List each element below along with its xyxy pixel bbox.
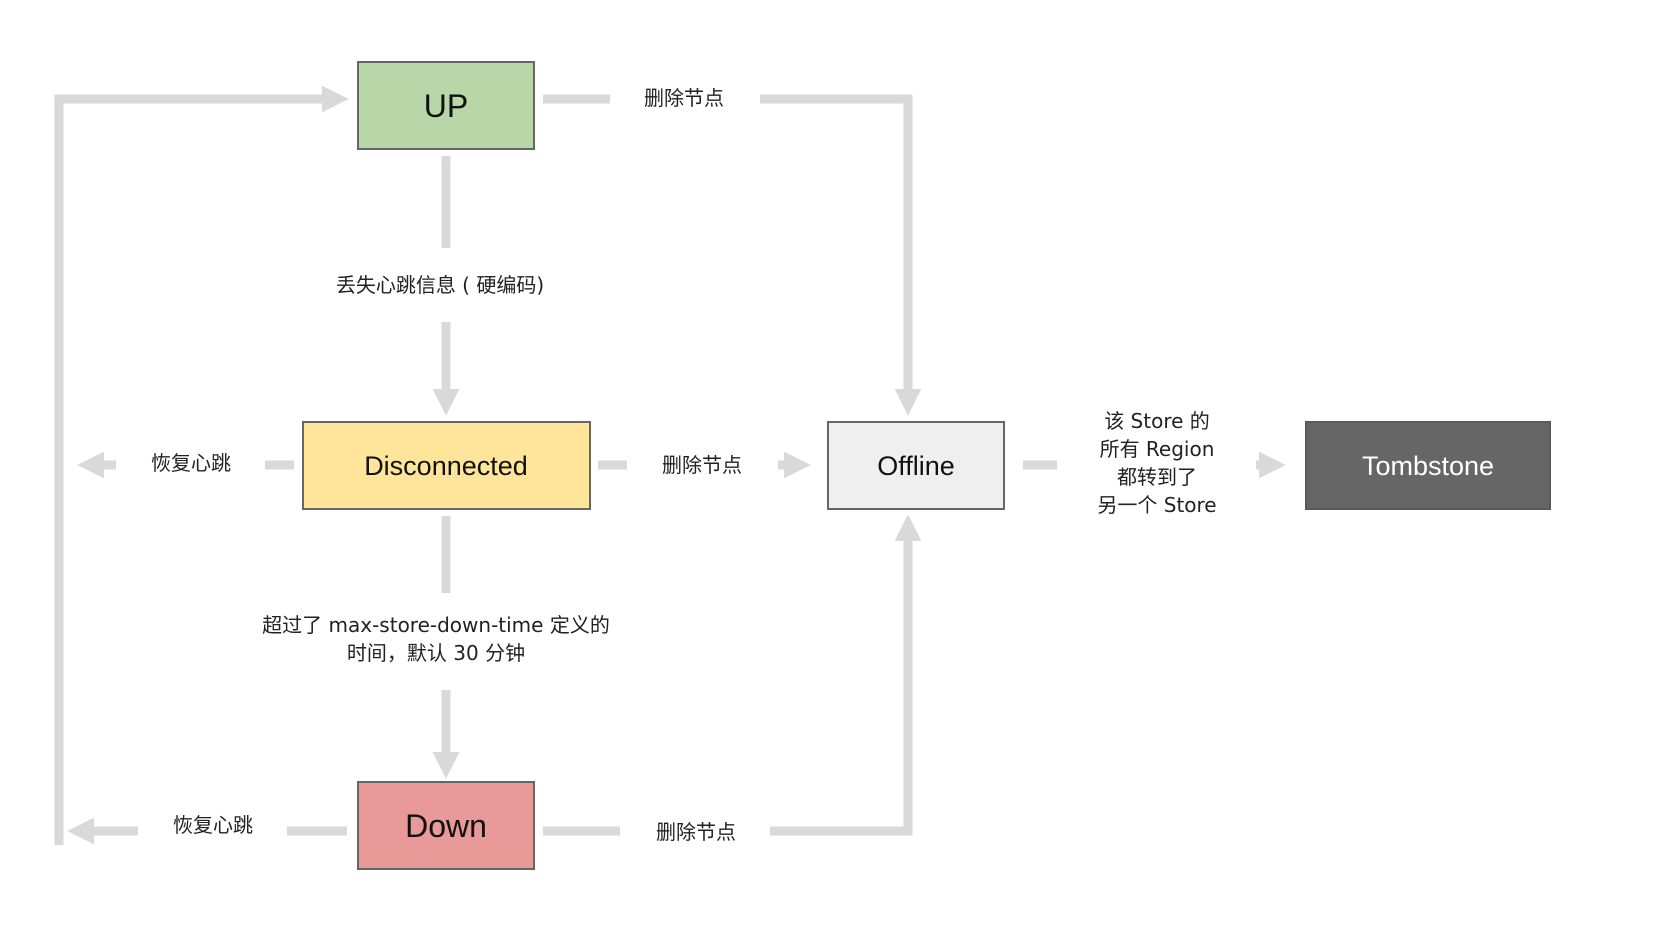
edge-label-offline-to-tombstone-line2: 所有 Region xyxy=(1100,437,1215,461)
node-tombstone: Tombstone xyxy=(1305,421,1551,510)
node-offline-label: Offline xyxy=(877,451,955,481)
node-disconnected-box xyxy=(302,421,591,510)
edge-label-down-recover: 恢复心跳 xyxy=(173,813,253,837)
node-down-label: Down xyxy=(405,808,487,844)
edge-label-offline-to-tombstone-line1: 该 Store 的 xyxy=(1104,409,1210,433)
node-down-box xyxy=(357,781,535,870)
node-offline-box xyxy=(827,421,1005,510)
connectors xyxy=(54,85,1286,845)
edge-label-up-to-disconnected: 丢失心跳信息 ( 硬编码) xyxy=(336,273,544,297)
node-down: Down xyxy=(357,781,535,870)
edge-label-disconnected-recover: 恢复心跳 xyxy=(151,451,231,475)
connector-loop-to-up xyxy=(54,85,349,845)
node-tombstone-label: Tombstone xyxy=(1362,451,1494,481)
edge-label-down-to-offline: 删除节点 xyxy=(656,820,736,844)
connector-up-to-offline-b xyxy=(760,94,922,416)
edge-label-up-to-offline: 删除节点 xyxy=(644,86,724,110)
node-up: UP xyxy=(357,61,535,150)
edge-label-disconnected-to-down-line2: 时间，默认 30 分钟 xyxy=(347,641,525,665)
node-offline: Offline xyxy=(827,421,1005,510)
edge-label-offline-to-tombstone-line4: 另一个 Store xyxy=(1097,493,1216,517)
connector-down-to-offline-b xyxy=(770,514,922,836)
node-up-box xyxy=(357,61,535,150)
node-disconnected: Disconnected xyxy=(302,421,591,510)
edge-label-offline-to-tombstone-line3: 都转到了 xyxy=(1117,465,1197,489)
edge-label-disconnected-to-down-line1: 超过了 max-store-down-time 定义的 xyxy=(262,613,610,637)
node-up-label: UP xyxy=(424,88,468,124)
edge-label-disconnected-to-offline: 删除节点 xyxy=(662,453,742,477)
node-tombstone-box xyxy=(1305,421,1551,510)
node-disconnected-label: Disconnected xyxy=(364,451,528,481)
